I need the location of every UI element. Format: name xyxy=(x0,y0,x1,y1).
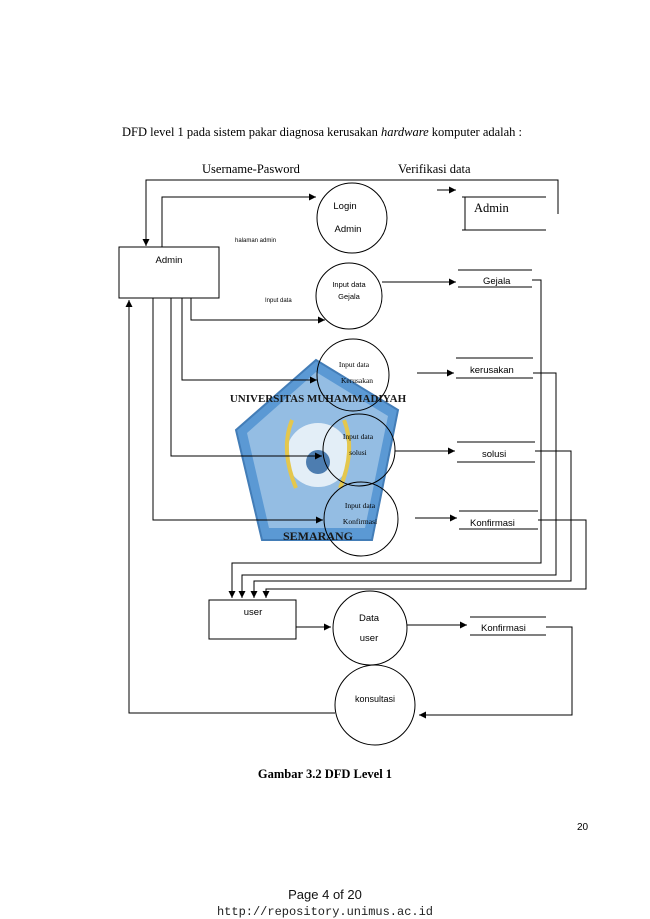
admin-entity-label: Admin xyxy=(156,255,183,266)
store-kerusakan-label: kerusakan xyxy=(470,365,514,376)
flow-solusi-to-user xyxy=(250,450,572,598)
flow-konsultasi-to-admin xyxy=(125,300,335,714)
store-solusi xyxy=(457,441,535,463)
intro-paragraph: DFD level 1 pada sistem pakar diagnosa k… xyxy=(122,125,522,140)
process-data-user-line1: Data xyxy=(359,613,380,624)
user-entity-label: user xyxy=(244,607,262,618)
university-logo-watermark: UNIVERSITAS MUHAMMADIYAH SEMARANG xyxy=(230,358,407,543)
intro-text-before: DFD level 1 pada sistem pakar diagnosa k… xyxy=(122,125,381,139)
store-konfirmasi xyxy=(459,510,538,530)
store-konfirmasi-label: Konfirmasi xyxy=(470,518,515,529)
store-gejala xyxy=(458,269,532,288)
flow-admin-to-gejala xyxy=(190,298,325,324)
store-konfirmasi-user-label: Konfirmasi xyxy=(481,623,526,634)
flow-label-input-data: Input data xyxy=(265,298,292,304)
page-number: 20 xyxy=(577,822,589,833)
process-solusi-line2: solusi xyxy=(349,448,367,457)
process-login-line2: Admin xyxy=(335,224,362,235)
process-input-solusi xyxy=(322,413,396,487)
process-data-user-line2: user xyxy=(360,633,378,644)
flow-admin-to-login xyxy=(161,193,316,247)
flow-label-verifikasi-data: Verifikasi data xyxy=(398,162,471,176)
process-konfirmasi-line1: Input data xyxy=(345,501,376,510)
process-konsultasi xyxy=(334,664,416,746)
process-login-line1: Login xyxy=(333,201,356,212)
flow-admin-to-kerusakan xyxy=(181,298,317,384)
user-entity-box xyxy=(208,599,297,640)
store-kerusakan xyxy=(456,357,533,379)
flow-admin-to-solusi xyxy=(170,298,322,460)
admin-entity-box xyxy=(118,246,220,299)
process-gejala-line2: Gejala xyxy=(338,292,361,301)
intro-text-italic: hardware xyxy=(380,125,429,139)
flow-label-halaman-admin: halaman admin xyxy=(235,238,276,244)
watermark-arc-text: UNIVERSITAS MUHAMMADIYAH xyxy=(230,393,407,405)
process-gejala-line1: Input data xyxy=(332,280,366,289)
process-input-konfirmasi xyxy=(323,481,399,557)
process-kerusakan-line1: Input data xyxy=(339,360,370,369)
store-admin xyxy=(462,196,546,231)
flow-kerusakan-to-user xyxy=(238,372,557,598)
store-admin-label: Admin xyxy=(474,201,509,215)
process-data-user xyxy=(332,590,408,666)
flow-store-to-konsultasi xyxy=(419,626,573,719)
page-indicator: Page 4 of 20 xyxy=(288,887,362,902)
flow-konfirmasi-to-user xyxy=(262,519,587,598)
process-konsultasi-label: konsultasi xyxy=(355,694,395,704)
flow-admin-to-konfirmasi xyxy=(152,298,323,524)
flow-gejala-to-user xyxy=(228,279,542,598)
store-konfirmasi-user xyxy=(470,616,546,636)
store-gejala-label: Gejala xyxy=(483,276,511,287)
process-solusi-line1: Input data xyxy=(343,432,374,441)
watermark-bottom-text: SEMARANG xyxy=(283,529,353,543)
process-kerusakan-line2: Kerusakan xyxy=(341,376,373,385)
flow-verifikasi-to-admin xyxy=(142,179,559,246)
process-konfirmasi-line2: Konfirmasi xyxy=(343,517,377,526)
flow-lines xyxy=(125,179,587,719)
figure-caption: Gambar 3.2 DFD Level 1 xyxy=(257,767,393,781)
intro-text-after: komputer adalah : xyxy=(428,125,523,139)
source-url-link[interactable]: http://repository.unimus.ac.id xyxy=(216,905,434,919)
flow-label-username-password: Username-Pasword xyxy=(202,162,301,176)
store-solusi-label: solusi xyxy=(482,449,506,460)
process-input-kerusakan xyxy=(316,338,390,412)
process-input-gejala xyxy=(315,262,383,330)
process-login-admin xyxy=(316,182,388,254)
